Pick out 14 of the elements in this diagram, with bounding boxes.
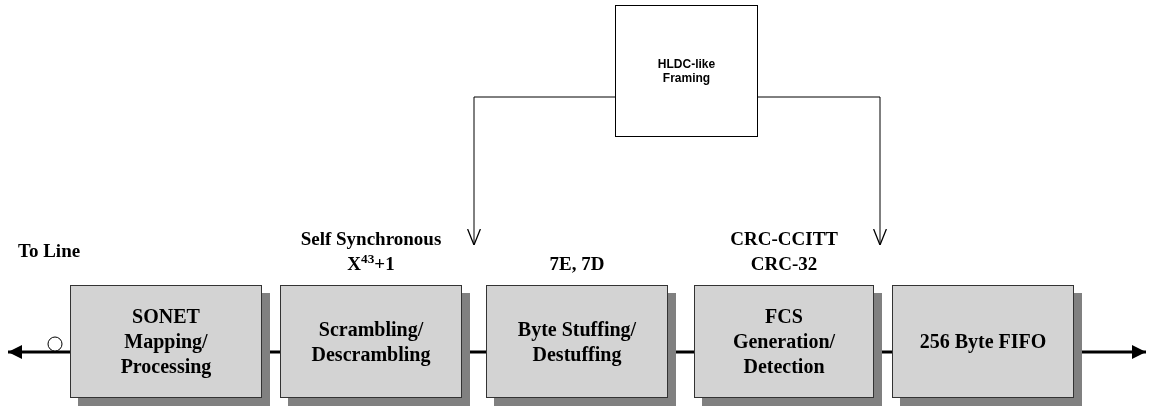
arrow — [8, 345, 70, 359]
box-label: 256 Byte FIFO — [919, 329, 1047, 354]
box-label: HLDC-like Framing — [656, 57, 717, 85]
arrow — [466, 96, 616, 246]
annotation-text: Self Synchronous X$^{43}$+1 — [299, 226, 443, 277]
box-label: SONET Mapping/ Processing — [119, 304, 213, 379]
framing-box — [615, 5, 758, 137]
line-label: To Line — [18, 239, 81, 263]
box-label: Scrambling/ Descrambling — [310, 316, 432, 367]
annotation-text: CRC-CCITT CRC-32 — [729, 226, 839, 277]
box-label: FCS Generation/ Detection — [731, 304, 837, 379]
annotation-text: 7E, 7D — [548, 252, 606, 277]
box-label: Byte Stuffing/ Destuffing — [516, 316, 638, 367]
arrow — [757, 96, 888, 246]
